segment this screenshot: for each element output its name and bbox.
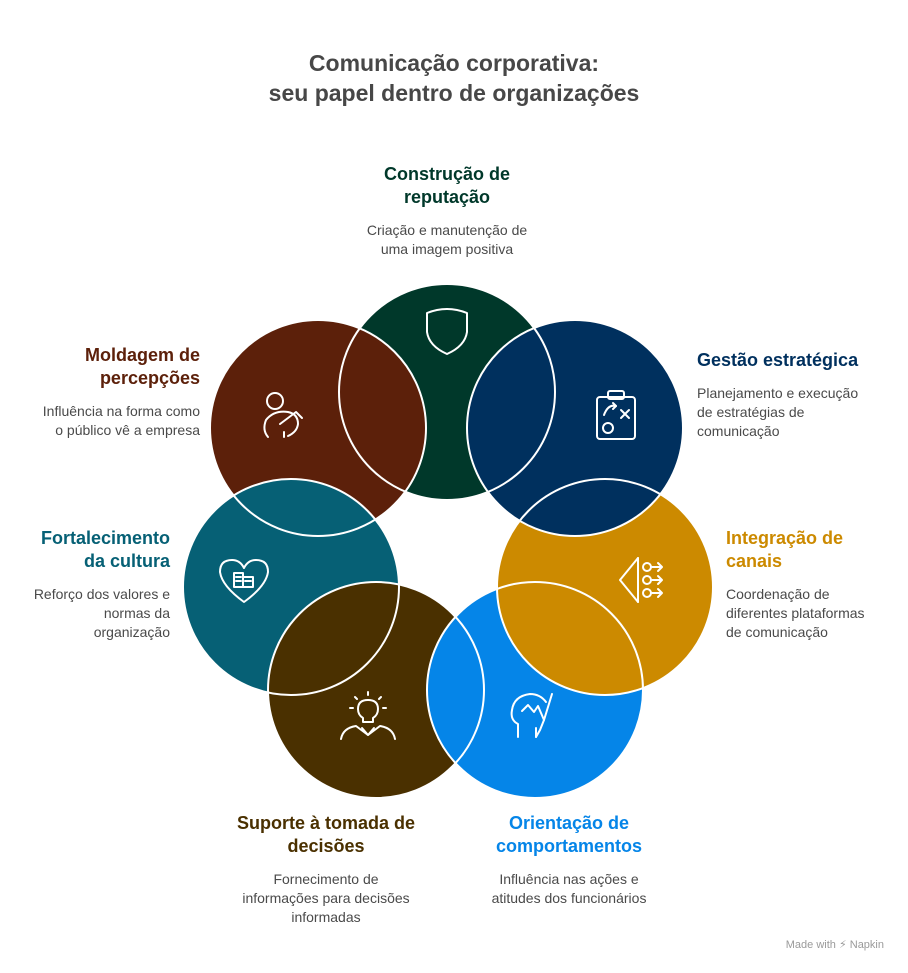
outline-perception xyxy=(209,319,427,537)
lightbulb-person-icon xyxy=(340,691,396,740)
made-with-napkin[interactable]: Made with ⚡ Napkin xyxy=(786,938,884,951)
perception-title: Moldagem de percepções xyxy=(84,345,200,388)
napkin-brand: Napkin xyxy=(849,939,884,951)
reputation-description: Criação e manutenção de uma imagem posit… xyxy=(366,222,528,257)
label-reputation: Construção de reputação Criação e manute… xyxy=(329,163,565,259)
label-perception: Moldagem de percepções Influência na for… xyxy=(10,344,200,440)
culture-description: Reforço dos valores e normas da organiza… xyxy=(33,586,170,640)
shield-icon xyxy=(426,308,468,355)
strategic-description: Planejamento e execução de estratégias d… xyxy=(697,385,859,439)
channels-description: Coordenação de diferentes plataformas de… xyxy=(726,586,865,640)
reputation-title: Construção de reputação xyxy=(383,164,511,207)
title-line-2: seu papel dentro de organizações xyxy=(268,80,640,106)
head-hand-icon xyxy=(510,693,553,738)
outline-behavior xyxy=(426,581,644,799)
person-thinking-icon xyxy=(263,392,303,438)
label-culture: Fortalecimento da cultura Reforço dos va… xyxy=(10,527,170,642)
label-channels: Integração de canais Coordenação de dife… xyxy=(726,527,902,642)
diagram-title: Comunicação corporativa: seu papel dentr… xyxy=(0,48,908,108)
channels-title: Integração de canais xyxy=(726,528,844,571)
outline-strategic xyxy=(466,319,684,537)
outline-channels xyxy=(496,478,714,696)
label-decisions: Suporte à tomada de decisões Forneciment… xyxy=(208,812,444,927)
made-with-text: Made with xyxy=(785,939,836,951)
circle-decisions xyxy=(268,582,484,798)
culture-title: Fortalecimento da cultura xyxy=(40,528,170,571)
outline-decisions xyxy=(267,581,485,799)
outline-culture xyxy=(182,478,400,696)
label-behavior: Orientação de comportamentos Influência … xyxy=(458,812,680,908)
circle-strategic xyxy=(467,320,683,536)
label-strategic: Gestão estratégica Planejamento e execuç… xyxy=(697,349,897,441)
overlap-outlines xyxy=(182,283,714,799)
clipboard-strategy-icon xyxy=(596,390,636,440)
behavior-description: Influência nas ações e atitudes dos func… xyxy=(491,871,647,906)
title-line-1: Comunicação corporativa: xyxy=(308,50,600,76)
decisions-description: Fornecimento de informações para decisõe… xyxy=(242,871,410,925)
heart-building-icon xyxy=(219,559,269,603)
behavior-title: Orientação de comportamentos xyxy=(495,813,643,856)
perception-description: Influência na forma como o público vê a … xyxy=(42,403,200,438)
channels-integration-icon xyxy=(619,557,663,603)
decisions-title: Suporte à tomada de decisões xyxy=(236,813,416,856)
strategic-title: Gestão estratégica xyxy=(697,350,859,370)
outline-reputation xyxy=(338,283,556,501)
napkin-logo-icon: ⚡ xyxy=(838,939,847,951)
